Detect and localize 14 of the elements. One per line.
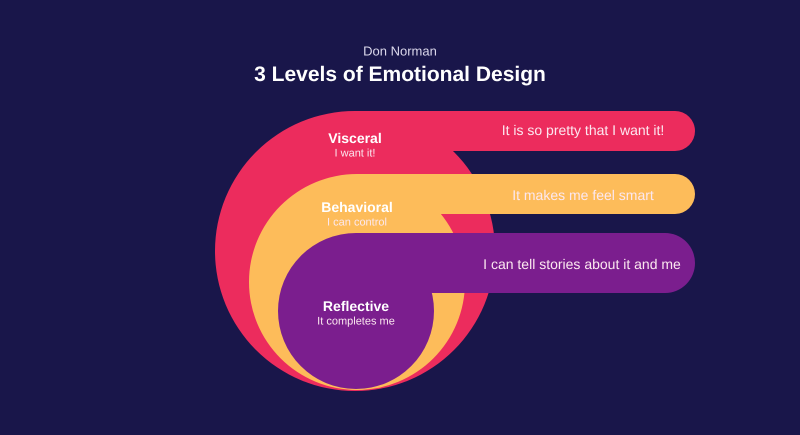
level-description: It makes me feel smart	[512, 186, 654, 204]
author-name: Don Norman	[363, 44, 437, 58]
level-description: I can tell stories about it and me	[483, 256, 681, 272]
circle-with-bar	[278, 233, 695, 389]
level-tagline: It completes me	[317, 316, 395, 328]
diagram-title: 3 Levels of Emotional Design	[254, 63, 546, 87]
level-description: It is so pretty that I want it!	[502, 122, 664, 138]
level-heading: Behavioral	[321, 198, 393, 216]
level-tagline: I can control	[327, 216, 387, 230]
level-tagline: I want it!	[334, 148, 376, 160]
circle-with-bar	[215, 111, 695, 391]
level-heading: Visceral	[328, 130, 382, 146]
circle-with-bar	[249, 174, 695, 390]
level-heading: Reflective	[322, 298, 390, 314]
